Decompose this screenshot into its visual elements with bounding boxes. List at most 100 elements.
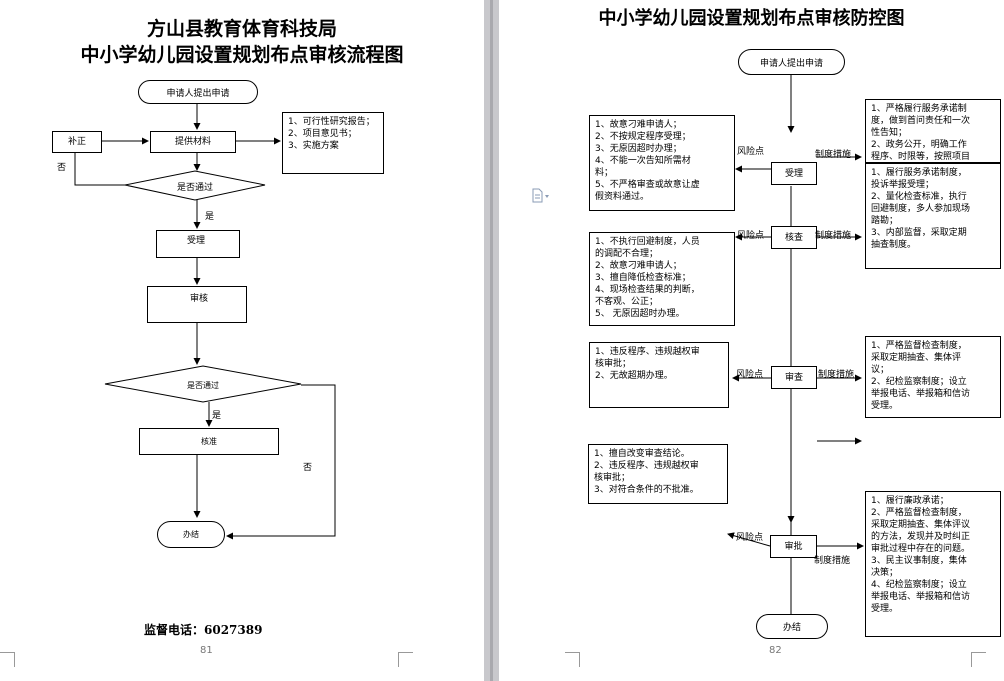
material-item: 3、实施方案 [288, 141, 339, 151]
risk-item: 2、故意刁难申请人； [595, 261, 682, 271]
measure-item: 3、民主议事制度，集体 [871, 556, 967, 566]
accept-node-label: 受理 [187, 236, 206, 246]
decision1-no-label: 否 [57, 163, 67, 173]
right-start-node: 申请人提出申请 [738, 49, 845, 75]
measure-item: 度，做到首问责任和一次 [871, 116, 971, 126]
measure-item: 投诉举报受理； [871, 180, 935, 190]
risk-item: 5、不严格审查或故意让虚 [595, 180, 700, 190]
measure-item: 抽查制度。 [871, 240, 917, 250]
risk-box-accept: 1、故意刁难申请人； 2、不按规定程序受理； 3、无原因超时办理； 4、不能一次… [589, 115, 735, 211]
approve-node: 核准 [139, 428, 279, 455]
page-number-left: 81 [200, 645, 213, 656]
measure-item: 1、履行廉政承诺； [871, 496, 949, 506]
page-gutter-line [490, 0, 493, 681]
risk-box-review: 1、违反程序、违规越权审 核审批； 2、无故超期办理。 [589, 342, 729, 408]
right-flow-connectors [727, 75, 864, 635]
review-node-label: 审核 [190, 294, 209, 304]
risk-item: 3、对符合条件的不批准。 [594, 485, 699, 495]
measure-label-verify: 制度措施 [815, 231, 852, 241]
finish-node: 办结 [157, 521, 225, 548]
measure-box-approve: 1、履行廉政承诺； 2、严格监督检查制度， 采取定期抽查、集体评议 的方法，发现… [865, 491, 1001, 637]
risk-item: 2、违反程序、违规越权审 [594, 461, 699, 471]
risk-item: 2、不按规定程序受理； [595, 132, 691, 142]
review-node: 审核 [147, 286, 247, 323]
decision2-yes-label: 是 [212, 411, 222, 421]
risk-item: 核审批； [595, 359, 632, 369]
accept-node: 受理 [156, 230, 240, 258]
supplement-node: 补正 [52, 131, 102, 153]
risk-box-approve: 1、擅自改变审查结论。 2、违反程序、违规越权审 核审批； 3、对符合条件的不批… [588, 444, 728, 504]
risk-item: 4、现场检查结果的判断， [595, 285, 700, 295]
risk-label-review: 风险点 [736, 370, 764, 380]
measure-item: 审批过程中存在的问题。 [871, 544, 971, 554]
document-icon[interactable] [532, 188, 550, 204]
stage-approve: 审批 [770, 535, 817, 558]
measure-item: 的方法，发现并及时纠正 [871, 532, 971, 542]
risk-item: 3、擅自降低检查标准； [595, 273, 691, 283]
risk-item: 5、 无原因超时办理。 [595, 309, 685, 319]
provide-materials-node: 提供材料 [150, 131, 236, 153]
risk-item: 料； [595, 168, 614, 178]
risk-item: 核审批； [594, 473, 631, 483]
left-title-line1: 方山县教育体育科技局 [146, 18, 337, 40]
stage-accept: 受理 [771, 162, 817, 185]
page-number-right: 82 [769, 645, 782, 656]
left-page: 方山县教育体育科技局 中小学幼儿园设置规划布点审核流程图 申请人提出申请 补正 … [0, 0, 484, 681]
right-title: 中小学幼儿园设置规划布点审核防控图 [598, 8, 905, 29]
measure-item: 2、严格监督检查制度， [871, 508, 967, 518]
measure-item: 议； [871, 365, 890, 375]
materials-list: 1、可行性研究报告； 2、项目意见书； 3、实施方案 [282, 112, 384, 174]
risk-item: 3、无原因超时办理； [595, 144, 682, 154]
measure-item: 2、量化检查标准，执行 [871, 192, 967, 202]
risk-label-verify: 风险点 [737, 231, 765, 241]
stage-review: 审查 [771, 366, 817, 389]
measure-item: 决策； [871, 568, 899, 578]
measure-item: 举报电话、举报箱和信访 [871, 592, 971, 602]
corner-mark [398, 652, 413, 667]
corner-mark [971, 652, 986, 667]
measure-item: 程序、时限等，按照项目 [871, 152, 971, 162]
measure-item: 4、纪检监察制度；设立 [871, 580, 967, 590]
risk-item: 1、违反程序、违规越权审 [595, 347, 700, 357]
decision2-label: 是否通过 [187, 381, 219, 390]
risk-item: 的调配不合理； [595, 249, 659, 259]
measure-label-approve: 制度措施 [814, 556, 851, 566]
risk-item: 1、不执行回避制度，人员 [595, 237, 700, 247]
supervision-phone: 监督电话：6027389 [144, 623, 263, 637]
decision1-label: 是否通过 [176, 183, 213, 193]
risk-item: 4、不能一次告知所需材 [595, 156, 691, 166]
measure-item: 3、内部监督，采取定期 [871, 228, 967, 238]
measure-item: 性告知； [871, 128, 908, 138]
risk-label-approve: 风险点 [736, 533, 764, 543]
right-page: 中小学幼儿园设置规划布点审核防控图 申请人提出申请 受理 核查 审查 审批 办结… [499, 0, 1004, 681]
decision1-yes-label: 是 [205, 212, 215, 222]
risk-item: 假资料通过。 [595, 192, 650, 202]
risk-box-verify: 1、不执行回避制度，人员 的调配不合理； 2、故意刁难申请人； 3、擅自降低检查… [589, 232, 735, 326]
material-item: 2、项目意见书； [288, 129, 357, 139]
decision-diamond-2 [104, 365, 302, 403]
measure-item: 举报电话、举报箱和信访 [871, 389, 971, 399]
measure-box-review: 1、严格监督检查制度， 采取定期抽查、集体评 议； 2、纪检监察制度；设立 举报… [865, 336, 1001, 418]
stage-verify: 核查 [771, 226, 817, 249]
risk-label-accept: 风险点 [737, 147, 765, 157]
risk-item: 2、无故超期办理。 [595, 371, 673, 381]
measure-item: 受理。 [871, 401, 899, 411]
decision-diamond-1 [124, 170, 266, 201]
left-flow-connectors [74, 104, 336, 540]
risk-item: 1、故意刁难申请人； [595, 120, 682, 130]
measure-item: 1、严格履行服务承诺制 [871, 104, 967, 114]
start-node: 申请人提出申请 [138, 80, 258, 104]
risk-item: 不客观、公正； [595, 297, 659, 307]
measure-item: 受理。 [871, 604, 899, 614]
measure-item: 采取定期抽查、集体评议 [871, 520, 971, 530]
corner-mark [565, 652, 580, 667]
decision2-no-label: 否 [303, 463, 313, 473]
measure-label-review: 制度措施 [818, 370, 855, 380]
measure-item: 2、政务公开，明确工作 [871, 140, 967, 150]
measure-item: 踏勘； [871, 216, 899, 226]
stage-finish: 办结 [756, 614, 828, 639]
corner-mark [0, 652, 15, 667]
material-item: 1、可行性研究报告； [288, 117, 375, 127]
measure-item: 2、纪检监察制度；设立 [871, 377, 967, 387]
measure-label-accept: 制度措施 [815, 150, 852, 160]
